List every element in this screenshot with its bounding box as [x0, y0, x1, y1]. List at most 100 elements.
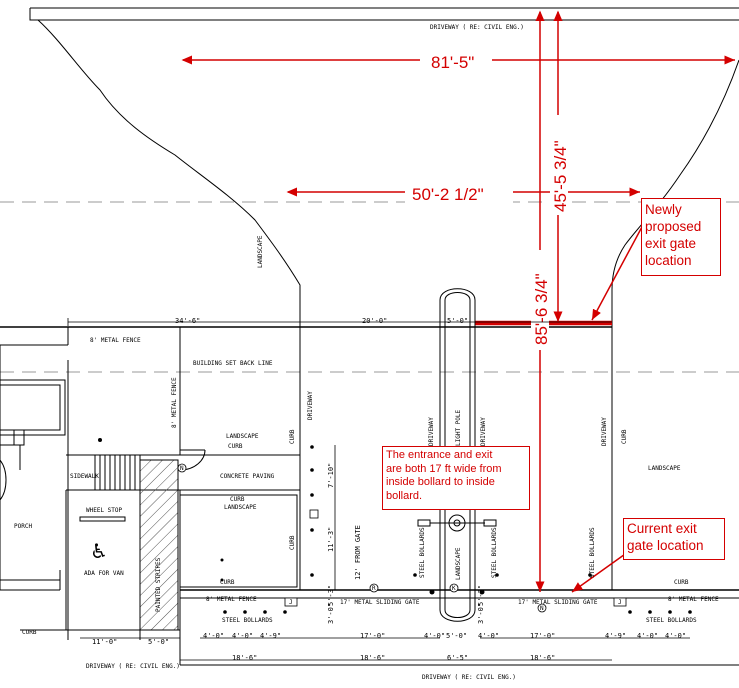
marker-n: N — [180, 465, 184, 472]
label-curb-box: CURB — [230, 496, 245, 503]
callout-new-gate-line-3: exit gate — [645, 236, 697, 251]
dim-3-0-right: 3'-0" — [477, 603, 485, 624]
label-landscape-island: LANDSCAPE — [455, 547, 462, 580]
label-bollards-br: STEEL BOLLARDS — [646, 617, 697, 624]
callout-new-gate-line-1: Newly — [645, 202, 682, 217]
callout-width-line-3: inside bollard to inside — [386, 476, 495, 488]
label-sliding-gate-left: 17' METAL SLIDING GATE — [340, 599, 420, 606]
dim-5-0-bottom: 5'-0" — [446, 632, 467, 640]
label-curb-mid: CURB — [228, 443, 243, 450]
red-dim-bg-2 — [405, 183, 513, 203]
dim-5-3-left: 5'-3" — [327, 585, 335, 606]
label-metal-fence-br: 8' METAL FENCE — [668, 596, 719, 603]
dim-4-0-c: 4'-0" — [424, 632, 445, 640]
dim-4-0-b: 4'-0" — [232, 632, 253, 640]
top-driveway-boundary — [29, 7, 739, 320]
callout-width-line-4: bollard. — [386, 489, 423, 502]
label-curb-box-bottom: CURB — [220, 579, 235, 586]
label-concrete-paving: CONCRETE PAVING — [220, 473, 275, 480]
label-bollards-v2: STEEL BOLLARDS — [491, 527, 498, 578]
dim-5-3-right: 5'-3" — [477, 585, 485, 606]
label-curb-right-drive: CURB — [621, 429, 628, 444]
cad-dimension-lines — [67, 318, 690, 661]
dim-11-0: 11'-0" — [92, 638, 117, 646]
callout-width-line-2: are both 17 ft wide from — [386, 462, 502, 475]
label-light-pole: LIGHT POLE — [455, 409, 462, 446]
callout-new-gate-line-4: location — [645, 253, 692, 268]
label-bollards-bl: STEEL BOLLARDS — [222, 617, 273, 624]
dim-6-5: 6'-5" — [447, 654, 468, 662]
dim-4-0-f: 4'-0" — [665, 632, 686, 640]
red-dim-depth-total: 85'-6 3/4" — [532, 273, 551, 345]
label-wheel-stop: WHEEL STOP — [86, 507, 123, 514]
red-dim-overall-width: 81'-5" — [431, 53, 474, 72]
painted-stripes-hatch — [139, 459, 179, 631]
callout-width-line-1: The entrance and exit — [386, 449, 493, 461]
callout-width-note: The entrance and exit are both 17 ft wid… — [382, 446, 530, 510]
callout-new-gate-line-2: proposed — [645, 219, 702, 234]
dim-5-0-top: 5'-0" — [447, 317, 468, 325]
label-curb-left: CURB — [22, 629, 37, 636]
label-driveway-left: DRIVEWAY — [307, 391, 314, 420]
label-landscape-vertical: LANDSCAPE — [257, 235, 264, 268]
marker-j-1: J — [289, 599, 293, 606]
label-sliding-gate-right: 17' METAL SLIDING GATE — [518, 599, 598, 606]
label-sidewalk: SIDEWALK — [70, 473, 99, 480]
label-metal-fence-top: 8' METAL FENCE — [90, 337, 141, 344]
label-porch: PORCH — [14, 523, 32, 530]
dim-4-0-e: 4'-0" — [637, 632, 658, 640]
dim-5-0-left: 5'-0" — [148, 638, 169, 646]
label-driveway-top: DRIVEWAY ( RE: CIVIL ENG.) — [430, 24, 524, 31]
accessible-parking-icon: ♿ — [90, 539, 108, 563]
dim-34-6: 34'-6" — [175, 317, 200, 325]
label-driveway-island-r: DRIVEWAY — [480, 417, 487, 446]
label-curb-right-bottom: CURB — [674, 579, 689, 586]
label-landscape-box: LANDSCAPE — [224, 504, 257, 511]
label-bollards-v1: STEEL BOLLARDS — [419, 527, 426, 578]
label-curb-box-side: CURB — [289, 535, 296, 550]
callout-new-gate: Newly proposed exit gate location — [641, 198, 721, 276]
label-driveway-bottom-left: DRIVEWAY ( RE: CIVIL ENG.) — [86, 663, 180, 670]
label-driveway-bottom-center: DRIVEWAY ( RE: CIVIL ENG.) — [422, 674, 516, 681]
red-dim-bg-4 — [531, 250, 549, 350]
dim-7-10: 7'-10" — [327, 463, 335, 488]
marker-j-2: J — [618, 599, 622, 606]
marker-n-2: N — [540, 605, 544, 612]
callout-markers — [177, 463, 627, 613]
red-dim-depth-upper: 45'-5 3/4" — [551, 140, 570, 212]
callout-current-gate: Current exit gate location — [623, 518, 725, 560]
dim-20-0: 20'-0" — [362, 317, 387, 325]
bollard-dots — [98, 438, 692, 614]
label-driveway-right: DRIVEWAY — [601, 417, 608, 446]
dim-4-0-d: 4'-0" — [478, 632, 499, 640]
label-landscape-mid: LANDSCAPE — [226, 433, 259, 440]
callout-current-gate-line-2: gate location — [627, 538, 704, 553]
dim-11-3: 11'-3" — [327, 527, 335, 552]
marker-r: R — [372, 585, 376, 592]
dim-17-0-right: 17'-0" — [530, 632, 555, 640]
dim-18-6-c: 18'-6" — [530, 654, 555, 662]
dim-4-9-b: 4'-9" — [605, 632, 626, 640]
label-painted-stripes: PAINTED STRIPES — [155, 557, 162, 612]
red-dim-gate-offset: 50'-2 1/2" — [412, 185, 484, 204]
dim-4-9-a: 4'-9" — [260, 632, 281, 640]
red-dim-bg-3 — [550, 115, 568, 215]
label-curb-left-drive: CURB — [289, 429, 296, 444]
label-metal-fence-bottom: 8' METAL FENCE — [206, 596, 257, 603]
callout-current-gate-line-1: Current exit — [627, 521, 697, 536]
dim-3-0-left: 3'-0" — [327, 603, 335, 624]
label-landscape-right: LANDSCAPE — [648, 465, 681, 472]
label-setback: BUILDING SET BACK LINE — [193, 360, 273, 367]
dim-12-from-gate: 12' FROM GATE — [354, 525, 362, 580]
plan-linework — [0, 288, 739, 666]
label-driveway-island-l: DRIVEWAY — [428, 417, 435, 446]
label-metal-fence-vert: 8' METAL FENCE — [171, 377, 178, 428]
dim-17-0-left: 17'-0" — [360, 632, 385, 640]
dashed-reference-lines — [0, 201, 739, 373]
label-ada-van: ADA FOR VAN — [84, 570, 124, 577]
label-bollards-v3: STEEL BOLLARDS — [589, 527, 596, 578]
marker-k: K — [452, 585, 456, 592]
dim-18-6-a: 18'-6" — [232, 654, 257, 662]
red-dim-bg-1 — [420, 51, 492, 71]
